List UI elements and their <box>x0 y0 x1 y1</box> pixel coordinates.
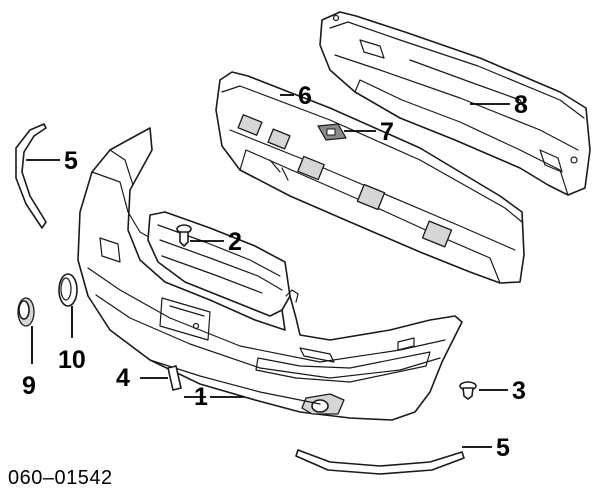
round-cap-part-10 <box>58 273 78 307</box>
tow-hook-cover-part-9 <box>17 297 35 327</box>
trim-strip-part-5-bottom <box>295 449 465 475</box>
callout-1: 1 <box>194 383 208 411</box>
spacer-part-4 <box>167 365 182 391</box>
bumper-beam-part-6 <box>215 71 525 284</box>
callout-4: 4 <box>116 364 130 392</box>
callout-6: 6 <box>298 82 312 110</box>
callout-3: 3 <box>512 377 526 405</box>
callout-8: 8 <box>514 91 528 119</box>
trim-strip-part-5-top <box>15 123 47 229</box>
leader-lines <box>26 94 510 448</box>
impact-absorber-part-8 <box>319 11 591 196</box>
callout-5-top: 5 <box>64 147 78 175</box>
callout-5-bottom: 5 <box>496 434 510 462</box>
callout-7: 7 <box>380 118 394 146</box>
clip-part-3 <box>459 381 477 400</box>
callout-9: 9 <box>22 372 36 400</box>
clip-part-7 <box>317 123 347 141</box>
diagram-code: 060–01542 <box>8 467 113 489</box>
callout-2: 2 <box>228 228 242 256</box>
callout-10: 10 <box>58 346 86 374</box>
push-clip-part-2 <box>176 224 192 247</box>
